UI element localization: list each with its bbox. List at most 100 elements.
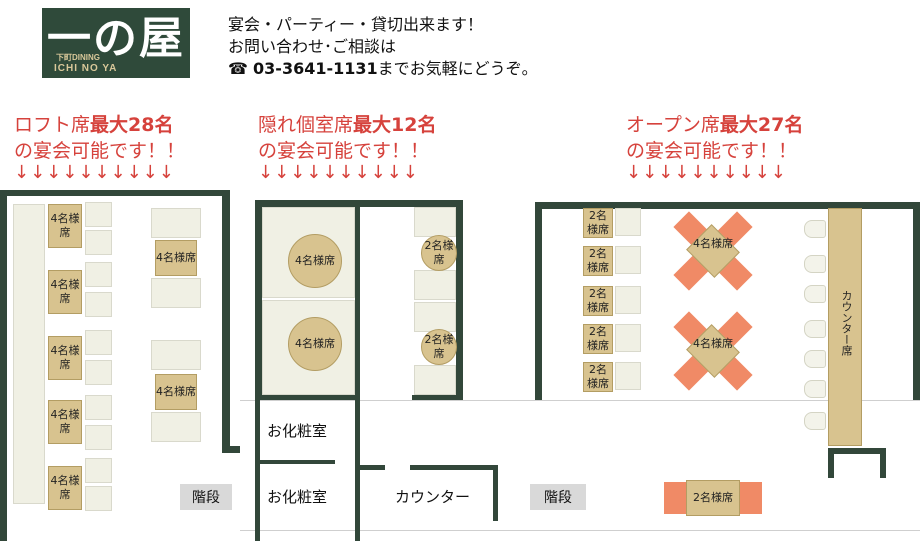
- loft-wall-top: [0, 190, 230, 196]
- open-counter-wall: [828, 448, 886, 454]
- loft-chair: [151, 340, 201, 370]
- loft-chair: [85, 230, 112, 255]
- restroom-wall-divider: [255, 460, 335, 464]
- open-heading-text: オープン席: [626, 114, 720, 136]
- open-table-2[interactable]: 2名様席: [583, 286, 613, 316]
- counter-label: カウンター: [395, 488, 471, 506]
- loft-wall-left: [0, 190, 7, 541]
- private-bench: [414, 207, 456, 237]
- bar-stool: [804, 285, 826, 303]
- counter-wall-top-right: [410, 465, 498, 470]
- counter-bar: [828, 208, 862, 446]
- phone-number[interactable]: 03-3641-1131: [253, 59, 378, 78]
- private-heading-capacity: 最大12名: [353, 114, 437, 136]
- open-chair: [740, 482, 762, 514]
- loft-stairs[interactable]: 階段: [180, 484, 232, 510]
- loft-bench: [13, 204, 45, 504]
- private-table-2[interactable]: 2名様席: [421, 329, 457, 365]
- open-table-2[interactable]: 2名様席: [583, 362, 613, 392]
- private-arrows: ↓↓↓↓↓↓↓↓↓↓: [258, 162, 419, 183]
- restroom-label[interactable]: お化粧室: [267, 488, 328, 506]
- open-chair: [615, 286, 641, 314]
- open-chair: [615, 246, 641, 274]
- loft-wall-notch: [222, 446, 240, 453]
- private-table-4[interactable]: 4名様席: [288, 234, 342, 288]
- phone-icon: ☎: [228, 59, 248, 78]
- loft-table-4[interactable]: 4名様席: [48, 400, 82, 444]
- loft-chair: [85, 458, 112, 483]
- open-stairs[interactable]: 階段: [530, 484, 586, 510]
- info-line-1: 宴会・パーティー・貸切出来ます！: [228, 15, 484, 34]
- loft-chair: [151, 208, 201, 238]
- private-wall-left: [255, 200, 262, 396]
- floor-line-bottom: [240, 530, 920, 531]
- logo-romaji-text: ICHI NO YA: [54, 63, 118, 74]
- open-wall-top: [535, 202, 920, 209]
- loft-chair: [85, 292, 112, 317]
- bar-stool: [804, 350, 826, 368]
- private-heading-text: 隠れ個室席: [258, 114, 354, 136]
- loft-table-4[interactable]: 4名様席: [155, 374, 197, 410]
- open-heading: オープン席最大27名: [626, 112, 803, 138]
- private-heading: 隠れ個室席最大12名: [258, 112, 436, 138]
- private-table-2[interactable]: 2名様席: [421, 235, 457, 271]
- open-heading-line2: の宴会可能です！！: [626, 140, 798, 162]
- counter-wall-right: [493, 465, 498, 521]
- loft-chair: [85, 486, 112, 511]
- bar-stool: [804, 255, 826, 273]
- open-wall-right: [913, 202, 920, 400]
- loft-chair: [85, 330, 112, 355]
- open-counter-wall-left: [828, 448, 834, 478]
- loft-table-4[interactable]: 4名様席: [48, 270, 82, 314]
- loft-chair: [151, 278, 201, 308]
- open-counter-wall-right: [880, 448, 886, 478]
- open-table-4-label: 4名様席: [693, 237, 733, 250]
- private-heading-line2: の宴会可能です！！: [258, 140, 430, 162]
- bar-stool: [804, 320, 826, 338]
- bar-stool: [804, 220, 826, 238]
- bar-stool: [804, 412, 826, 430]
- loft-chair: [85, 425, 112, 450]
- floor-plan: 4名様席 4名様席 4名様席 4名様席 4名様席 4名様席 4名様席 階段 4名…: [0, 190, 920, 541]
- loft-wall-right: [222, 190, 230, 452]
- open-table-4-label: 4名様席: [693, 337, 733, 350]
- logo-sub-text: 下町DINING: [56, 53, 100, 62]
- loft-table-4[interactable]: 4名様席: [48, 466, 82, 510]
- info-line-3: ☎ 03-3641-1131までお気軽にどうぞ。: [228, 55, 538, 79]
- open-table-2[interactable]: 2名様席: [583, 208, 613, 238]
- open-table-2[interactable]: 2名様席: [686, 480, 740, 516]
- loft-heading-capacity: 最大28名: [90, 114, 174, 136]
- private-wall-bottom-left: [255, 395, 360, 400]
- private-table-4[interactable]: 4名様席: [288, 317, 342, 371]
- open-chair: [615, 362, 641, 390]
- loft-chair: [85, 395, 112, 420]
- counter-seat-label: カウンター席: [840, 290, 853, 356]
- info-line-3-tail: までお気軽にどうぞ。: [377, 59, 538, 78]
- loft-heading-line2: の宴会可能です！！: [14, 140, 186, 162]
- restroom-wall-left: [255, 395, 260, 541]
- loft-table-4[interactable]: 4名様席: [48, 204, 82, 248]
- private-bench: [414, 365, 456, 395]
- open-chair: [664, 482, 686, 514]
- loft-table-4[interactable]: 4名様席: [48, 336, 82, 380]
- open-chair: [615, 324, 641, 352]
- open-table-2[interactable]: 2名様席: [583, 324, 613, 354]
- logo: 一の屋 下町DINING ICHI NO YA: [42, 8, 190, 78]
- floor-line: [240, 400, 920, 401]
- open-table-2[interactable]: 2名様席: [583, 246, 613, 276]
- info-line-2: お問い合わせ･ご相談は: [228, 37, 397, 56]
- open-wall-left: [535, 202, 542, 400]
- open-arrows: ↓↓↓↓↓↓↓↓↓↓: [626, 162, 787, 183]
- private-wall-middle: [355, 200, 360, 400]
- restroom-label[interactable]: お化粧室: [267, 422, 328, 440]
- private-wall-bottom-right: [412, 395, 463, 400]
- loft-heading: ロフト席最大28名: [14, 112, 173, 138]
- loft-arrows: ↓↓↓↓↓↓↓↓↓↓: [14, 162, 175, 183]
- counter-wall-top: [355, 465, 385, 470]
- loft-chair: [85, 360, 112, 385]
- loft-table-4[interactable]: 4名様席: [155, 240, 197, 276]
- loft-chair: [85, 202, 112, 227]
- loft-chair: [85, 262, 112, 287]
- private-wall-right: [456, 200, 463, 400]
- logo-main-text: 一の屋: [47, 13, 185, 64]
